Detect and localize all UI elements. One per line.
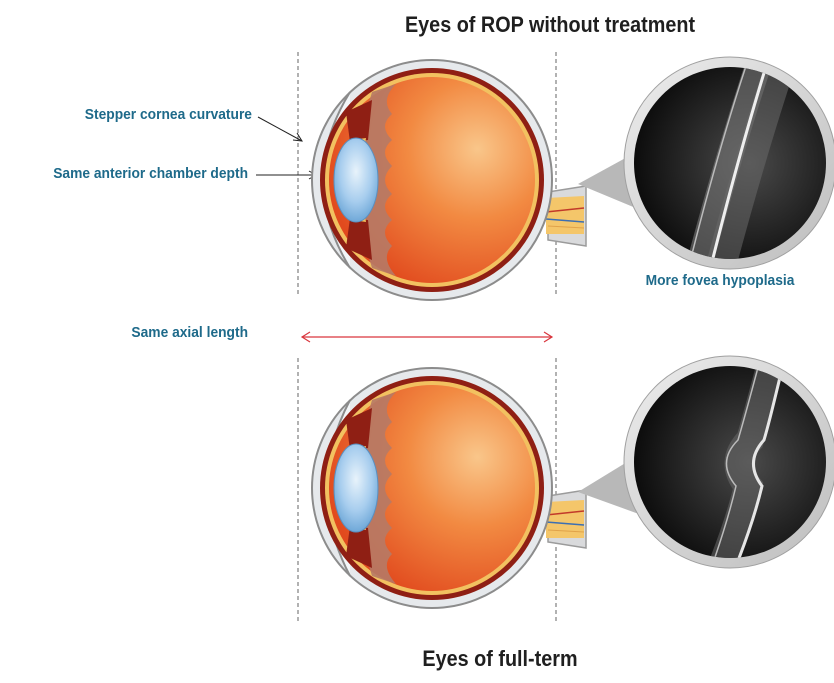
label-anterior-chamber-depth: Same anterior chamber depth: [24, 165, 248, 182]
chamber-pointer-arrow: [256, 171, 316, 179]
oct-image-rop: [578, 57, 834, 269]
title-rop-eyes: Eyes of ROP without treatment: [379, 12, 721, 38]
label-cornea-curvature: Stepper cornea curvature: [55, 106, 252, 123]
eye-rop-illustration: [312, 60, 586, 300]
oct-image-full-term: [578, 356, 834, 568]
cornea-pointer-arrow: [258, 117, 302, 141]
eye-full-term-illustration: [312, 368, 586, 608]
axial-length-arrow: [302, 332, 552, 342]
title-full-term-eyes: Eyes of full-term: [356, 646, 644, 672]
label-axial-length: Same axial length: [86, 324, 248, 341]
label-fovea-hypoplasia: More fovea hypoplasia: [621, 272, 820, 289]
